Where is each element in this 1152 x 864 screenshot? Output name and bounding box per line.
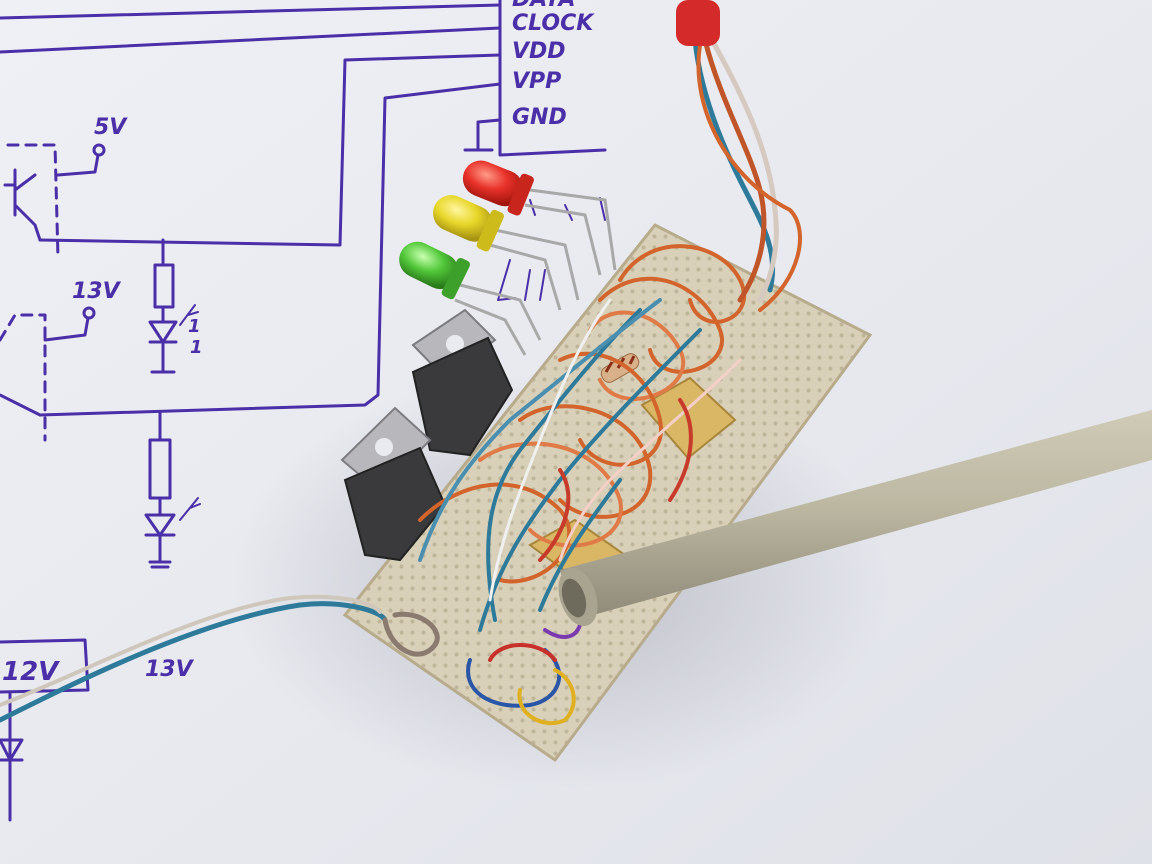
- red-connector: [676, 0, 720, 46]
- resistor: [600, 353, 640, 383]
- voltage-regulators: [340, 308, 514, 562]
- schematic-mark-1: 1: [188, 316, 201, 337]
- pin-label-clock: CLOCK: [512, 11, 595, 36]
- yellow-led: [433, 195, 504, 252]
- leds: [399, 160, 534, 300]
- schematic-drawing: [0, 0, 607, 822]
- schematic-labels: DATA CLOCK VDD VPP GND 5V 13V 12V 13V 1 …: [2, 0, 595, 687]
- pin-label-gnd: GND: [512, 105, 567, 130]
- pin-label-data: DATA: [512, 0, 576, 12]
- schematic-mark-2: 1: [190, 337, 203, 358]
- gray-cable: [558, 410, 1152, 627]
- pin-label-vpp: VPP: [512, 69, 561, 94]
- green-led: [399, 241, 471, 300]
- stripboard: [342, 223, 873, 763]
- bottom-wire-loops: [466, 623, 582, 726]
- voltage-label-13v-lower: 13V: [145, 657, 195, 682]
- voltage-label-13v-upper: 13V: [72, 279, 122, 304]
- voltage-label-5v: 5V: [94, 115, 128, 140]
- wiring: [418, 244, 747, 632]
- led-legs: [454, 188, 617, 356]
- left-twisted-wire: [0, 594, 440, 723]
- pin-label-vdd: VDD: [512, 39, 566, 64]
- top-cable-bundle: [676, 0, 802, 312]
- red-led: [462, 160, 534, 216]
